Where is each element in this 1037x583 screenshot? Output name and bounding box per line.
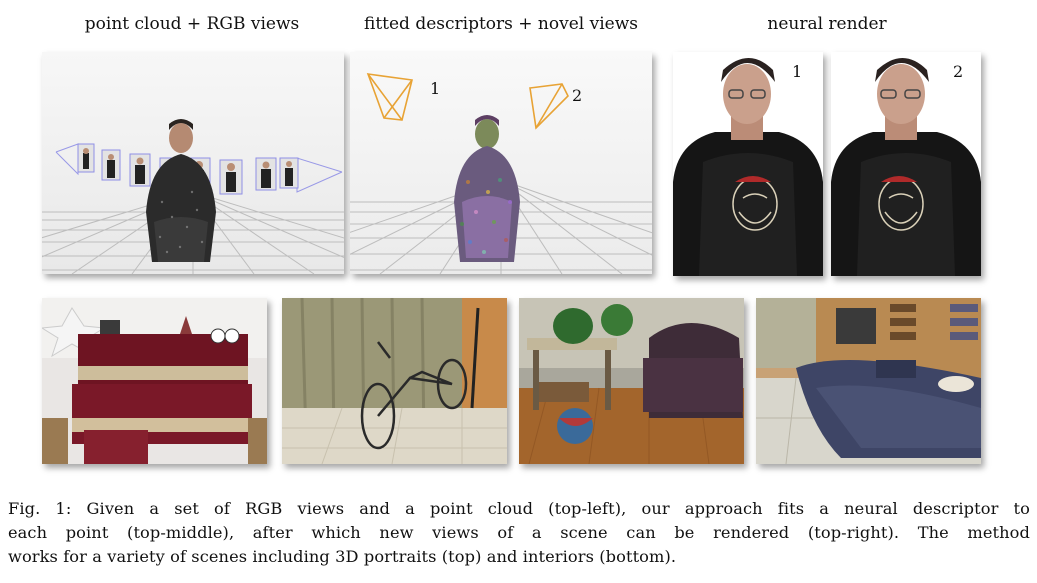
santa-shirt-graphic bbox=[878, 177, 924, 231]
point-cloud-person bbox=[146, 119, 216, 262]
render-label-2: 2 bbox=[953, 62, 964, 81]
caption-line-1: Fig. 1: Given a set of RGB views and a p… bbox=[8, 499, 1030, 518]
novel-view-camera-1 bbox=[366, 73, 413, 121]
bicycle bbox=[360, 341, 468, 450]
novel-view-camera-2 bbox=[529, 83, 569, 130]
camera-label-1: 1 bbox=[430, 79, 441, 98]
interior-piano-render bbox=[42, 298, 267, 464]
interior-sofa-render bbox=[756, 298, 981, 464]
header-fitted-descriptors: fitted descriptors + novel views bbox=[363, 14, 639, 34]
neural-render-view-1 bbox=[673, 52, 823, 276]
render-label-1: 1 bbox=[792, 62, 803, 81]
point-cloud-panel bbox=[42, 52, 344, 274]
header-point-cloud: point cloud + RGB views bbox=[84, 14, 300, 34]
interior-bicycle-render bbox=[282, 298, 507, 464]
caption-line-2: each point (top-middle), after which new… bbox=[8, 523, 1030, 542]
interior-armchair-render bbox=[519, 298, 744, 464]
figure-caption: Fig. 1: Given a set of RGB views and a p… bbox=[8, 497, 1030, 569]
fitted-descriptors-panel bbox=[350, 52, 652, 274]
neural-render-view-2 bbox=[831, 52, 981, 276]
caption-line-3: works for a variety of scenes including … bbox=[8, 547, 677, 566]
camera-label-2: 2 bbox=[572, 86, 583, 105]
header-neural-render: neural render bbox=[767, 14, 887, 34]
descriptor-person bbox=[454, 115, 520, 262]
